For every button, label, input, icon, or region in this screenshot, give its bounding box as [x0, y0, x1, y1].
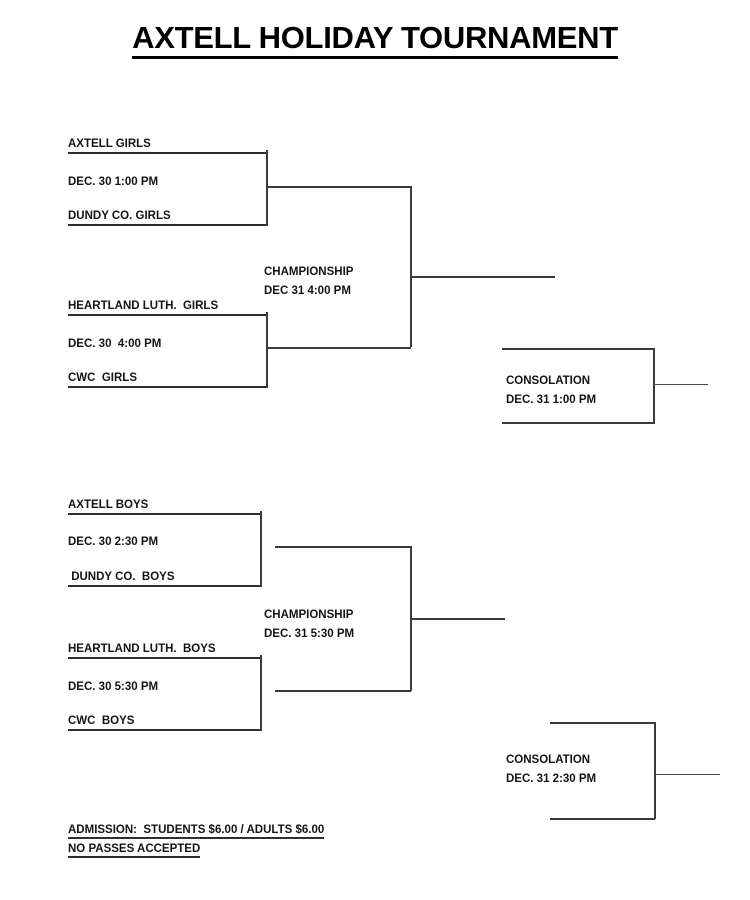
- boys-game1-team-top: AXTELL BOYS: [68, 499, 261, 515]
- boys-game2-team-top: HEARTLAND LUTH. BOYS: [68, 643, 261, 659]
- girls-championship-datetime: DEC 31 4:00 PM: [264, 285, 351, 297]
- girls-championship-label: CHAMPIONSHIP: [264, 266, 354, 278]
- girls-game1-team-bottom: DUNDY CO. GIRLS: [68, 210, 267, 226]
- girls-consolation-top-line: [502, 348, 654, 350]
- boys-game2-team-bottom: CWC BOYS: [68, 715, 261, 731]
- girls-game2-team-top: HEARTLAND LUTH. GIRLS: [68, 300, 267, 316]
- boys-championship-datetime: DEC. 31 5:30 PM: [264, 628, 355, 640]
- boys-consolation-block: CONSOLATION DEC. 31 2:30 PM: [506, 751, 596, 789]
- girls-consolation-connector: [653, 348, 655, 424]
- no-passes-note: NO PASSES ACCEPTED: [68, 843, 201, 858]
- page-title-text: AXTELL HOLIDAY TOURNAMENT: [132, 20, 618, 59]
- boys-game2-datetime: DEC. 30 5:30 PM: [68, 681, 159, 693]
- admission-note: ADMISSION: STUDENTS $6.00 / ADULTS $6.00: [68, 824, 325, 839]
- girls-consolation-bottom-line: [502, 422, 654, 424]
- girls-game2-advance-line: [267, 347, 411, 349]
- boys-game2-connector: [260, 655, 262, 731]
- boys-consolation-bottom-line: [550, 818, 655, 820]
- boys-consolation-winner-line: [655, 774, 720, 775]
- boys-game1-advance-line: [275, 546, 411, 548]
- girls-game2-team-bottom: CWC GIRLS: [68, 372, 267, 388]
- boys-consolation-top-line: [550, 722, 655, 724]
- boys-championship-block: CHAMPIONSHIP DEC. 31 5:30 PM: [264, 606, 354, 644]
- girls-game1-team-top: AXTELL GIRLS: [68, 138, 267, 154]
- boys-game2-advance-line: [275, 690, 411, 692]
- admission-note-text: ADMISSION: STUDENTS $6.00 / ADULTS $6.00: [68, 824, 325, 839]
- girls-game2-datetime: DEC. 30 4:00 PM: [68, 338, 162, 350]
- girls-consolation-datetime: DEC. 31 1:00 PM: [506, 394, 597, 406]
- girls-game2-connector: [266, 312, 268, 388]
- girls-championship-block: CHAMPIONSHIP DEC 31 4:00 PM: [264, 263, 353, 301]
- boys-consolation-connector: [654, 722, 656, 819]
- no-passes-note-text: NO PASSES ACCEPTED: [68, 843, 201, 858]
- page-title: AXTELL HOLIDAY TOURNAMENT: [0, 20, 750, 59]
- girls-championship-connector: [410, 186, 412, 347]
- boys-game1-team-bottom: DUNDY CO. BOYS: [68, 571, 261, 587]
- boys-consolation-datetime: DEC. 31 2:30 PM: [506, 773, 597, 785]
- boys-game1-datetime: DEC. 30 2:30 PM: [68, 536, 159, 548]
- girls-championship-winner-line: [411, 276, 555, 278]
- boys-championship-winner-line: [411, 618, 505, 620]
- girls-consolation-block: CONSOLATION DEC. 31 1:00 PM: [506, 372, 596, 410]
- boys-consolation-label: CONSOLATION: [506, 754, 591, 766]
- girls-consolation-label: CONSOLATION: [506, 375, 591, 387]
- boys-championship-label: CHAMPIONSHIP: [264, 609, 354, 621]
- girls-game1-advance-line: [267, 186, 411, 188]
- girls-game1-connector: [266, 150, 268, 226]
- boys-game1-connector: [260, 511, 262, 587]
- girls-consolation-winner-line: [654, 384, 708, 385]
- girls-game1-datetime: DEC. 30 1:00 PM: [68, 176, 159, 188]
